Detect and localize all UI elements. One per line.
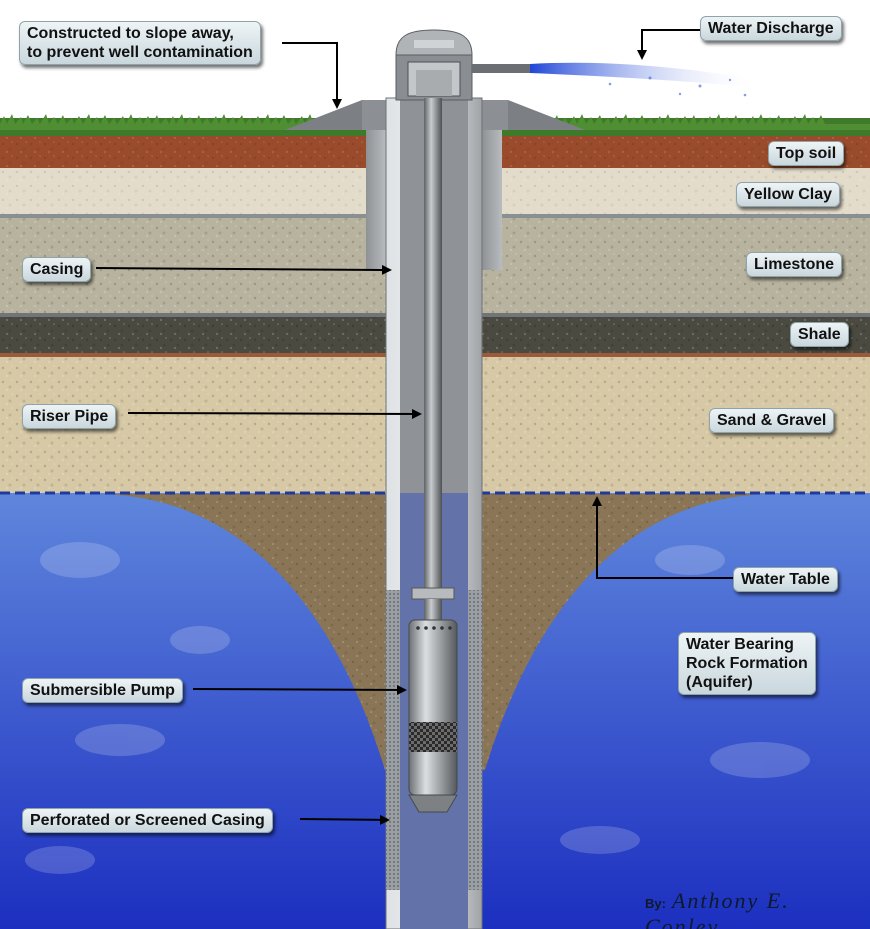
water-spray	[530, 62, 760, 88]
submersible-pump-label: Submersible Pump	[22, 678, 183, 703]
aquifer-label-line1: Water Bearing	[686, 636, 794, 653]
sand-gravel-label: Sand & Gravel	[709, 408, 835, 433]
yellow-clay-label: Yellow Clay	[736, 182, 841, 207]
pipe-coupling	[411, 587, 455, 600]
riser-pipe	[424, 98, 442, 590]
casing-arrow	[95, 264, 392, 275]
pump-intake-screen	[409, 722, 457, 752]
signature-name: Anthony E. Conley	[645, 888, 790, 929]
pump-arrow	[192, 684, 407, 695]
discharge-pipe	[472, 64, 532, 73]
slope-callout-line1: Constructed to slope away,	[27, 25, 234, 42]
riser-pipe-label: Riser Pipe	[22, 404, 117, 429]
grout-right	[482, 130, 502, 270]
author-signature: By:Anthony E. Conley	[645, 888, 870, 929]
shale-label: Shale	[790, 322, 849, 347]
aquifer-label-line3: (Aquifer)	[686, 674, 753, 691]
perforated-casing-arrow	[299, 814, 390, 825]
perforated-casing-left	[386, 590, 400, 890]
water-table-label: Water Table	[733, 567, 838, 592]
signature-by: By:	[645, 896, 666, 911]
slope-arrow	[282, 42, 342, 109]
water-table-arrow	[592, 496, 733, 579]
perforated-casing-right	[468, 590, 482, 890]
riser-pipe-arrow	[127, 408, 422, 419]
slope-callout-line2: to prevent well contamination	[27, 44, 253, 61]
water-discharge-label: Water Discharge	[700, 16, 842, 41]
aquifer-label: Water Bearing Rock Formation (Aquifer)	[678, 632, 816, 695]
aquifer-texture	[25, 542, 810, 874]
discharge-arrow	[637, 29, 700, 60]
slope-callout: Constructed to slope away, to prevent we…	[19, 21, 261, 65]
perforated-casing-label: Perforated or Screened Casing	[22, 808, 273, 833]
limestone-label: Limestone	[746, 252, 843, 277]
grout-left	[366, 130, 386, 270]
casing-label: Casing	[22, 257, 92, 282]
aquifer-label-line2: Rock Formation	[686, 655, 808, 672]
submersible-pump	[408, 619, 458, 796]
top-soil-label: Top soil	[768, 141, 845, 166]
